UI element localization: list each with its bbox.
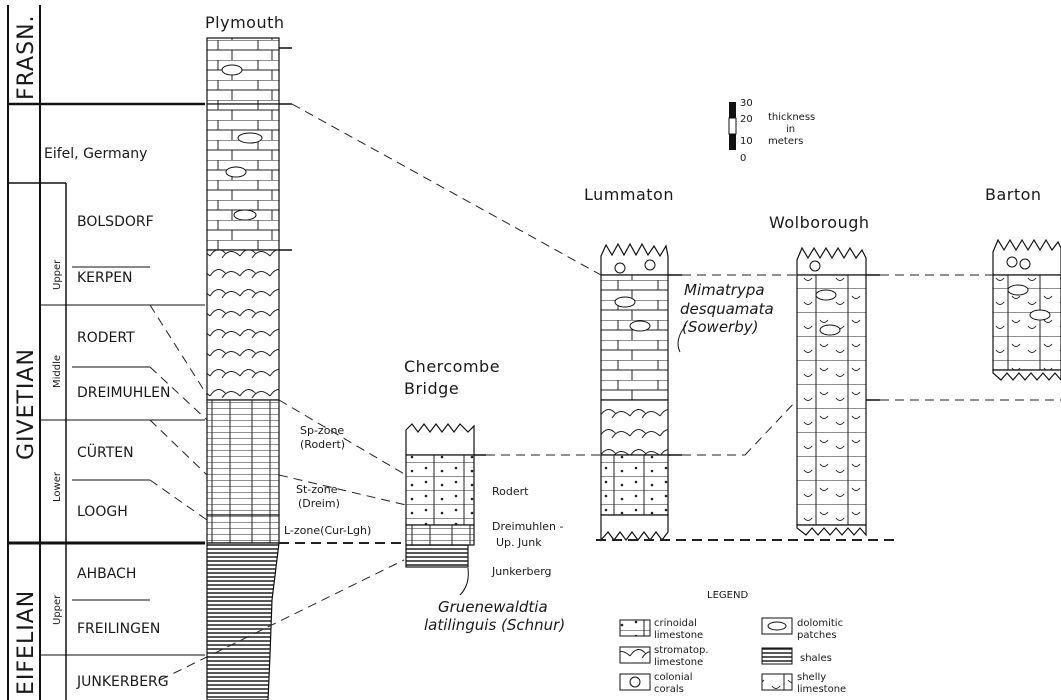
scale-label-in: in: [786, 124, 795, 135]
lummaton-column: [601, 244, 682, 540]
chercombe-junkerberg: Junkerberg: [491, 565, 552, 578]
locality-chercombe: Chercombe: [404, 357, 500, 376]
legend-item-stromatoporoid: stromatop. limestone: [620, 645, 709, 668]
formation-labels: BOLSDORF KERPEN RODERT DREIMUHLEN CÜRTEN…: [76, 214, 170, 690]
scale-bar: 30 20 10 0 thickness in meters: [729, 98, 815, 164]
eifelian-boundary: [279, 540, 900, 543]
svg-text:corals: corals: [654, 684, 684, 695]
zone-sp-sub: (Rodert): [300, 438, 345, 451]
plymouth-column: [207, 38, 292, 700]
formation-rodert: RODERT: [77, 330, 135, 346]
fossil-gruenewaldtia: Gruenewaldtia: [438, 598, 548, 616]
formation-junkerberg: JUNKERBERG: [76, 674, 169, 690]
svg-text:limestone: limestone: [797, 684, 846, 695]
svg-text:shales: shales: [800, 653, 832, 664]
legend-item-shales: shales: [762, 648, 832, 664]
svg-text:stromatop.: stromatop.: [654, 645, 709, 656]
stage-eifelian: EIFELIAN: [14, 590, 39, 695]
chercombe-up-junk: Up. Junk: [496, 536, 542, 549]
stage-givetian: GIVETIAN: [14, 348, 39, 460]
legend: LEGEND crinoidal limestone dolomitic pat…: [620, 590, 846, 695]
formation-dreimuhlen: DREIMUHLEN: [77, 385, 170, 401]
legend-item-colonial-corals: colonial corals: [620, 672, 693, 695]
chercombe-dreimuhlen: Dreimuhlen -: [492, 520, 564, 533]
formation-curten: CÜRTEN: [77, 443, 134, 461]
substage-eifelian-upper: Upper: [52, 594, 63, 625]
locality-barton: Barton: [985, 185, 1042, 204]
substage-givetian-middle: Middle: [52, 355, 63, 388]
stage-frasnian: FRASN.: [14, 14, 39, 100]
substage-givetian-upper: Upper: [52, 259, 63, 290]
zone-l-label: L-zone(Cur-Lgh): [284, 524, 371, 537]
zone-st-label: St-zone: [296, 483, 338, 496]
wolborough-column: [797, 248, 880, 535]
formation-ahbach: AHBACH: [77, 566, 136, 582]
scale-label-meters: meters: [768, 136, 803, 147]
fossil-gruenewaldtia-species: latilinguis (Schnur): [424, 616, 565, 634]
locality-lummaton: Lummaton: [584, 185, 674, 204]
barton-column: [993, 240, 1061, 380]
fossil-mimatrypa-author: (Sowerby): [682, 318, 758, 336]
scale-tick-10: 10: [740, 136, 753, 147]
svg-text:patches: patches: [797, 630, 837, 641]
formation-freilingen: FREILINGEN: [77, 621, 160, 637]
legend-item-shelly-limestone: shelly limestone: [762, 672, 846, 695]
substage-givetian-lower: Lower: [52, 471, 63, 502]
scale-tick-20: 20: [740, 114, 753, 125]
locality-wolborough: Wolborough: [769, 213, 870, 232]
svg-text:crinoidal: crinoidal: [654, 618, 697, 629]
svg-text:colonial: colonial: [654, 672, 693, 683]
legend-title: LEGEND: [707, 590, 748, 601]
svg-text:dolomitic: dolomitic: [797, 618, 843, 629]
svg-text:limestone: limestone: [654, 630, 703, 641]
region-title: Eifel, Germany: [44, 146, 147, 162]
formation-kerpen: KERPEN: [77, 270, 133, 286]
legend-item-dolomitic: dolomitic patches: [762, 618, 843, 641]
scale-label-thickness: thickness: [768, 112, 815, 123]
locality-chercombe-bridge: Bridge: [404, 379, 459, 398]
legend-item-crinoidal: crinoidal limestone: [620, 618, 703, 641]
chercombe-rodert: Rodert: [492, 485, 529, 498]
svg-text:limestone: limestone: [654, 657, 703, 668]
svg-text:shelly: shelly: [797, 672, 826, 683]
chercombe-column: [406, 424, 486, 567]
scale-tick-30: 30: [740, 98, 753, 109]
fossil-mimatrypa-species: desquamata: [680, 300, 774, 318]
locality-plymouth: Plymouth: [205, 13, 285, 32]
scale-tick-0: 0: [740, 153, 746, 164]
formation-bolsdorf: BOLSDORF: [77, 214, 154, 230]
fossil-mimatrypa: Mimatrypa: [684, 281, 765, 299]
zone-st-sub: (Dreim): [298, 497, 340, 510]
formation-loogh: LOOGH: [77, 504, 128, 520]
